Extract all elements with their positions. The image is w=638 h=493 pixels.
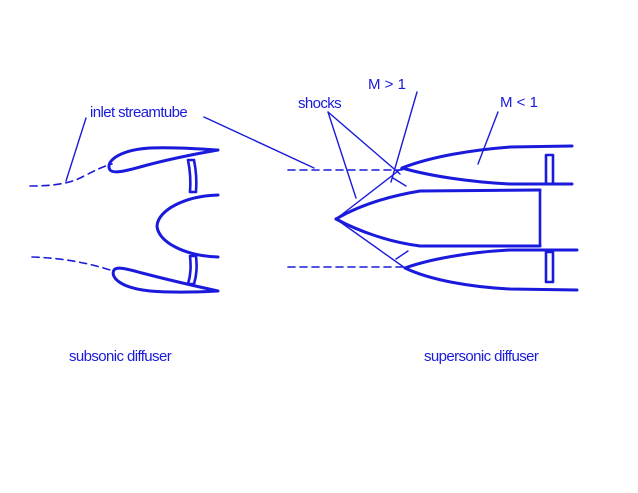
supersonic-fan-blade-upper: [544, 153, 555, 186]
inlet-streamtube-leader-right: [203, 116, 315, 169]
supersonic-upper-cowl-inner: [400, 166, 574, 186]
shocks-label: shocks: [298, 95, 341, 112]
subsonic-streamtube-upper: [29, 163, 113, 187]
m-gt-1-leader: [390, 91, 418, 183]
supersonic-shock-upper: [335, 167, 403, 220]
subsonic-spinner: [155, 193, 220, 259]
subsonic-lower-cowl: [111, 266, 220, 294]
subsonic-upper-cowl: [107, 146, 220, 174]
supersonic-shock-lower: [335, 218, 406, 269]
supersonic-centerbody-upper: [334, 188, 542, 221]
inlet-streamtube-leader-left: [65, 117, 87, 182]
leader-lines: [65, 91, 499, 199]
m-lt-1-leader: [477, 111, 499, 165]
m-gt-1-label: M > 1: [368, 76, 406, 93]
shocks-leader-lower: [327, 111, 357, 199]
shocks-leader-upper: [327, 111, 401, 175]
subsonic-diffuser-drawing: [29, 146, 220, 294]
inlet-streamtube-label: inlet streamtube: [90, 104, 187, 121]
supersonic-centerbody-lower: [334, 217, 542, 248]
supersonic-diffuser-label: supersonic diffuser: [424, 348, 539, 365]
supersonic-diffuser-drawing: [287, 144, 579, 292]
subsonic-fan-blade-lower: [186, 254, 198, 286]
subsonic-diffuser-label: subsonic diffuser: [69, 348, 172, 365]
subsonic-fan-blade-upper: [186, 158, 198, 194]
supersonic-lower-cowl-inner: [403, 248, 579, 270]
supersonic-upper-cowl-outer: [400, 144, 574, 170]
supersonic-shock-upper-tip: [392, 177, 407, 187]
supersonic-shock-lower-tip: [395, 250, 409, 260]
subsonic-streamtube-lower: [31, 256, 111, 271]
supersonic-lower-cowl-outer: [403, 266, 579, 292]
supersonic-fan-blade-lower: [544, 250, 555, 284]
m-lt-1-label: M < 1: [500, 94, 538, 111]
